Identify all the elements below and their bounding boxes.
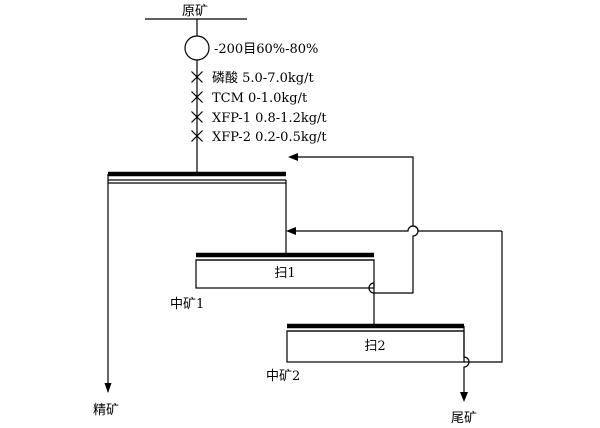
reagent-label: XFP-2 0.2-0.5kg/t xyxy=(212,130,327,145)
middlings2-label: 中矿2 xyxy=(266,369,300,384)
reagent-label: TCM 0-1.0kg/t xyxy=(212,91,308,106)
reagent-label: XFP-1 0.8-1.2kg/t xyxy=(212,111,327,126)
reagent-add-cross xyxy=(191,130,203,142)
scavenger2-cell: 扫2 xyxy=(286,323,465,363)
scavenger1-concentrate-riser xyxy=(298,156,419,294)
scavenger2-label: 扫2 xyxy=(364,339,385,354)
grinding-mill-circle xyxy=(184,35,210,61)
scavenger1-to-scavenger2-line xyxy=(368,282,375,326)
reagent-add-cross xyxy=(191,71,203,83)
reagent-add-cross xyxy=(191,111,203,123)
reagent-label: 磷酸 5.0-7.0kg/t xyxy=(212,71,314,86)
tailings-label: 尾矿 xyxy=(451,411,477,426)
tailings-arrow-head xyxy=(460,392,468,402)
return-arrow-head xyxy=(288,153,298,161)
scavenger1-cell: 扫1 xyxy=(195,252,375,289)
feed-label: 原矿 xyxy=(182,4,208,19)
concentrate-label: 精矿 xyxy=(93,403,119,418)
middlings-arrow-head xyxy=(286,227,296,235)
reagent-add-cross xyxy=(191,91,203,103)
scavenger1-label: 扫1 xyxy=(274,266,295,281)
scavenger2-concentrate-line xyxy=(464,231,503,363)
tailings-line xyxy=(463,326,470,398)
rougher-cell xyxy=(108,171,286,184)
middlings1-label: 中矿1 xyxy=(170,297,204,312)
grinding-label: -200目60%-80% xyxy=(214,42,318,57)
middlings1-return-line xyxy=(296,225,502,232)
